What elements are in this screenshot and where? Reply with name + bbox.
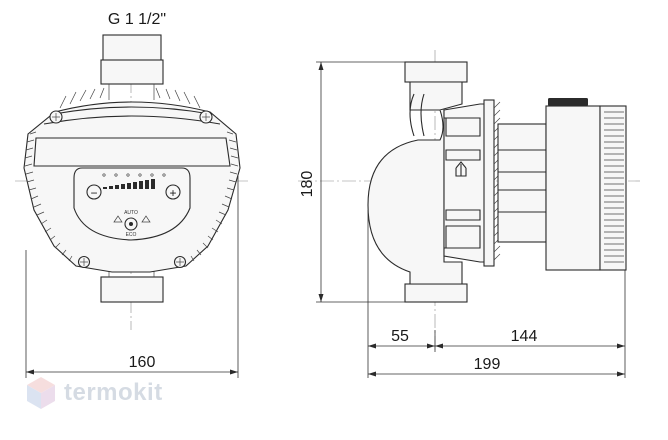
mode-left-icon [113,215,123,223]
control-panel-sub: ECO [126,232,137,238]
thread-label: G 1 1/2" [108,11,166,28]
electronics-fins [604,111,624,263]
dim-height: 180 [299,171,316,198]
minus-symbol: − [90,186,97,200]
side-view: 180 [298,50,640,378]
plus-button[interactable]: + [165,184,181,200]
dim-left-offset: 55 [391,328,409,345]
screw-icon [49,110,213,269]
front-view: − + AUTO ECO G 1 1/2" 160 [15,11,248,378]
minus-button[interactable]: − [86,184,102,200]
flow-arrow-icon [455,161,467,176]
plus-symbol: + [169,186,176,200]
led-bar [103,179,155,189]
cable-gland-icon [548,98,588,106]
watermark: termokit [26,376,163,410]
cube-logo-icon [27,377,55,409]
control-panel: − + AUTO ECO [73,167,191,241]
motor-fins [493,101,501,261]
dim-motor-length: 144 [511,328,538,345]
mode-right-icon [141,215,151,223]
dim-total-length: 199 [474,356,501,373]
dim-width-front: 160 [129,354,156,371]
watermark-brand: termokit [64,379,163,406]
housing-fins [24,87,239,262]
control-panel-label: AUTO [124,210,138,216]
mode-button[interactable] [124,217,138,231]
